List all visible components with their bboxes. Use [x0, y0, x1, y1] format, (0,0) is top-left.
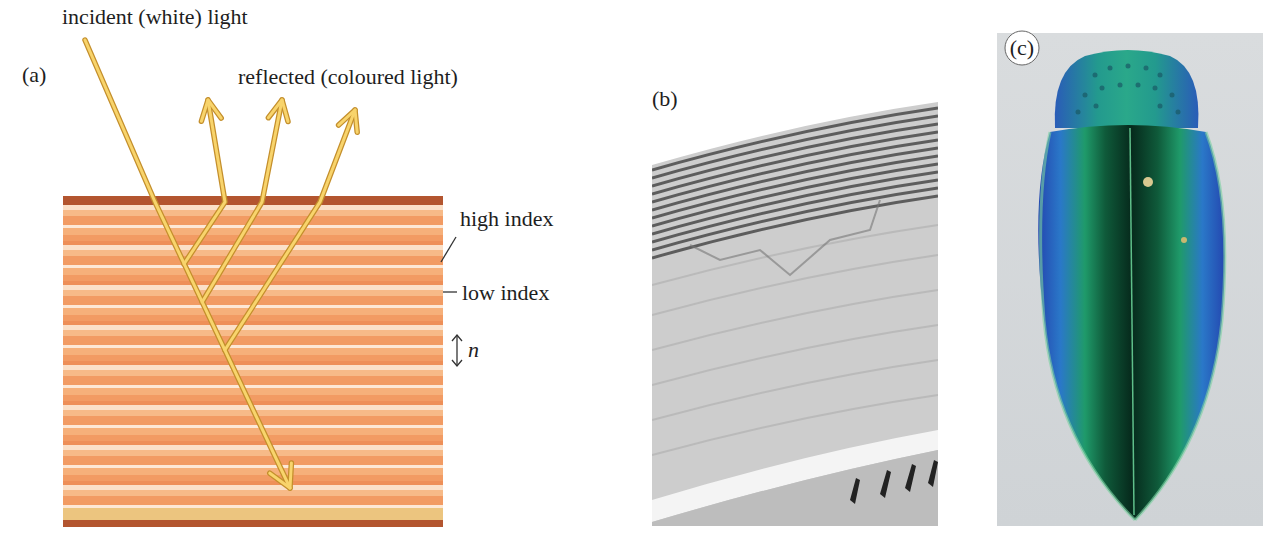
ray-label: reflected (coloured light)	[238, 64, 458, 90]
micrograph	[652, 100, 938, 526]
beetle-photo	[997, 31, 1263, 526]
panel-letter: (a)	[22, 62, 46, 88]
leader-lines	[441, 237, 457, 292]
light-rays	[85, 40, 357, 488]
layer-label: high index	[460, 206, 554, 232]
ray-label: incident (white) light	[62, 4, 248, 30]
panel-letter: (c)	[1010, 35, 1034, 61]
panel-letter: (b)	[652, 86, 678, 112]
period-symbol: n	[468, 337, 479, 363]
multilayer-stack	[63, 196, 443, 527]
layer-label: low index	[462, 280, 549, 306]
period-arrow	[452, 335, 462, 366]
